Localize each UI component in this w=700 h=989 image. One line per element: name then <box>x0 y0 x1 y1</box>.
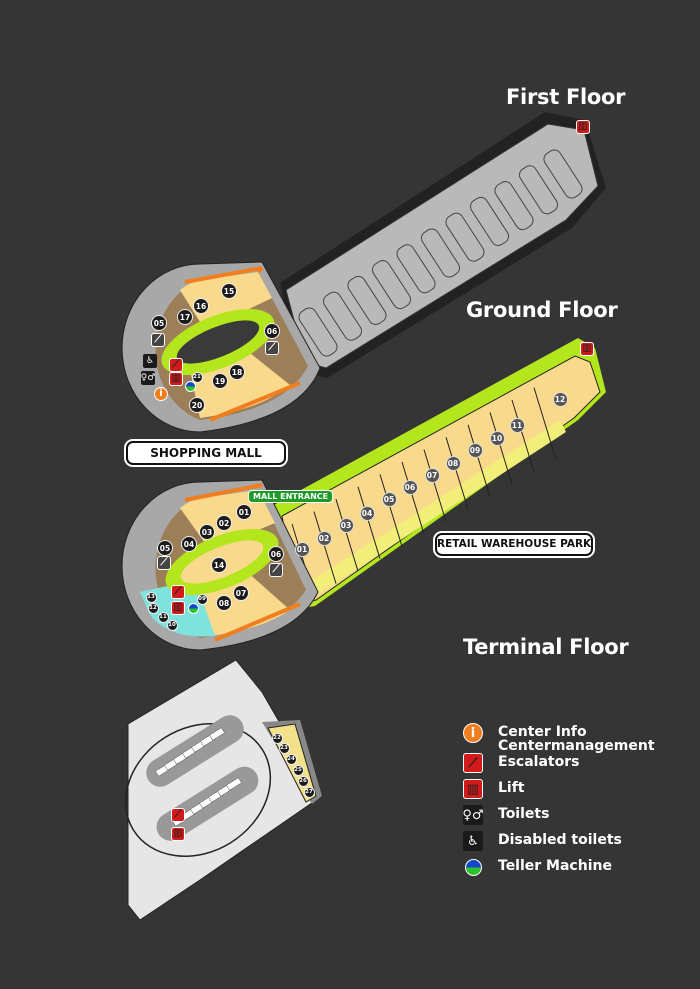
lift-icon: ▥ <box>171 601 185 615</box>
escalator-icon: ⟋ <box>171 808 185 822</box>
shopping-mall-label: SHOPPING MALL <box>126 441 286 465</box>
unit-marker[interactable]: 12 <box>147 602 159 614</box>
unit-marker[interactable]: 19 <box>212 373 228 389</box>
legend-label: Toilets <box>498 806 550 822</box>
unit-marker[interactable]: 15 <box>221 283 237 299</box>
unit-marker[interactable]: 02 <box>316 530 332 546</box>
unit-marker[interactable]: 09 <box>196 593 208 605</box>
escalator-icon: ⟋ <box>265 341 279 355</box>
escalator-icon: ⟋ <box>171 585 185 599</box>
unit-marker[interactable]: 24 <box>285 753 297 765</box>
terminal-floor-title: Terminal Floor <box>463 635 629 659</box>
unit-marker[interactable]: 26 <box>297 775 309 787</box>
unit-marker[interactable]: 07 <box>233 585 249 601</box>
unit-marker[interactable]: 03 <box>199 524 215 540</box>
teller-machine-icon <box>464 858 482 876</box>
unit-marker[interactable]: 23 <box>278 742 290 754</box>
unit-marker[interactable]: 11 <box>509 417 525 433</box>
escalator-icon: ⟋ <box>169 358 183 372</box>
unit-marker[interactable]: 20 <box>189 397 205 413</box>
first-floor-title: First Floor <box>506 85 626 109</box>
unit-marker[interactable]: 22 <box>271 732 283 744</box>
unit-marker[interactable]: 06 <box>268 546 284 562</box>
legend-label: Center Info <box>498 724 587 740</box>
lift-icon: ▥ <box>169 372 183 386</box>
terminal-floor <box>124 659 323 921</box>
unit-marker[interactable]: 11 <box>157 611 169 623</box>
unit-marker[interactable]: 16 <box>193 298 209 314</box>
escalator-icon: ⟋ <box>269 563 283 577</box>
disabled-toilet-icon: ♿ <box>463 831 483 851</box>
unit-marker[interactable]: 04 <box>359 505 375 521</box>
ground-floor-title: Ground Floor <box>466 298 618 322</box>
legend-label: Disabled toilets <box>498 832 622 848</box>
unit-marker[interactable]: 13 <box>145 591 157 603</box>
unit-marker[interactable]: 17 <box>177 309 193 325</box>
unit-marker[interactable]: 05 <box>151 315 167 331</box>
unit-marker[interactable]: 03 <box>338 517 354 533</box>
unit-marker[interactable]: 25 <box>292 764 304 776</box>
unit-marker[interactable]: 01 <box>294 541 310 557</box>
legend-label-secondary: Centermanagement <box>498 738 655 754</box>
legend-label: Escalators <box>498 754 580 770</box>
unit-marker[interactable]: 08 <box>216 595 232 611</box>
unit-marker[interactable]: 12 <box>552 391 568 407</box>
unit-marker[interactable]: 10 <box>489 430 505 446</box>
unit-marker[interactable]: 06 <box>264 323 280 339</box>
unit-marker[interactable]: 21 <box>191 371 203 383</box>
unit-marker[interactable]: 02 <box>216 515 232 531</box>
toilets-icon: ♀♂ <box>141 371 155 385</box>
lift-icon: ▥ <box>171 827 185 841</box>
unit-marker[interactable]: 10 <box>166 619 178 631</box>
escalator-icon: ⟋ <box>463 753 483 773</box>
info-icon: i <box>154 387 168 401</box>
unit-marker[interactable]: 01 <box>236 504 252 520</box>
lift-icon: ▥ <box>576 120 590 134</box>
unit-marker[interactable]: 05 <box>381 491 397 507</box>
unit-marker[interactable]: 05 <box>157 540 173 556</box>
legend-label: Lift <box>498 780 525 796</box>
unit-marker[interactable]: 04 <box>181 536 197 552</box>
unit-marker[interactable]: 08 <box>445 455 461 471</box>
unit-marker[interactable]: 06 <box>402 479 418 495</box>
unit-marker[interactable]: 27 <box>303 786 315 798</box>
retail-warehouse-park-label: RETAIL WAREHOUSE PARK <box>435 533 593 556</box>
lift-icon: ▥ <box>463 779 483 799</box>
unit-marker[interactable]: 18 <box>229 364 245 380</box>
teller-machine-icon <box>187 602 199 614</box>
mall-entrance-label: MALL ENTRANCE <box>248 490 334 503</box>
disabled-toilet-icon: ♿ <box>143 354 157 368</box>
info-icon: i <box>463 723 483 743</box>
legend-label: Teller Machine <box>498 858 612 874</box>
first-floor-parking-deck <box>280 112 606 378</box>
unit-marker[interactable]: 07 <box>424 467 440 483</box>
escalator-icon: ⟋ <box>157 556 171 570</box>
unit-marker[interactable]: 09 <box>467 442 483 458</box>
unit-marker[interactable]: 14 <box>211 557 227 573</box>
toilets-icon: ♀♂ <box>462 805 484 825</box>
escalator-icon: ⟋ <box>151 333 165 347</box>
teller-machine-icon <box>184 380 196 392</box>
lift-icon: ▥ <box>580 342 594 356</box>
